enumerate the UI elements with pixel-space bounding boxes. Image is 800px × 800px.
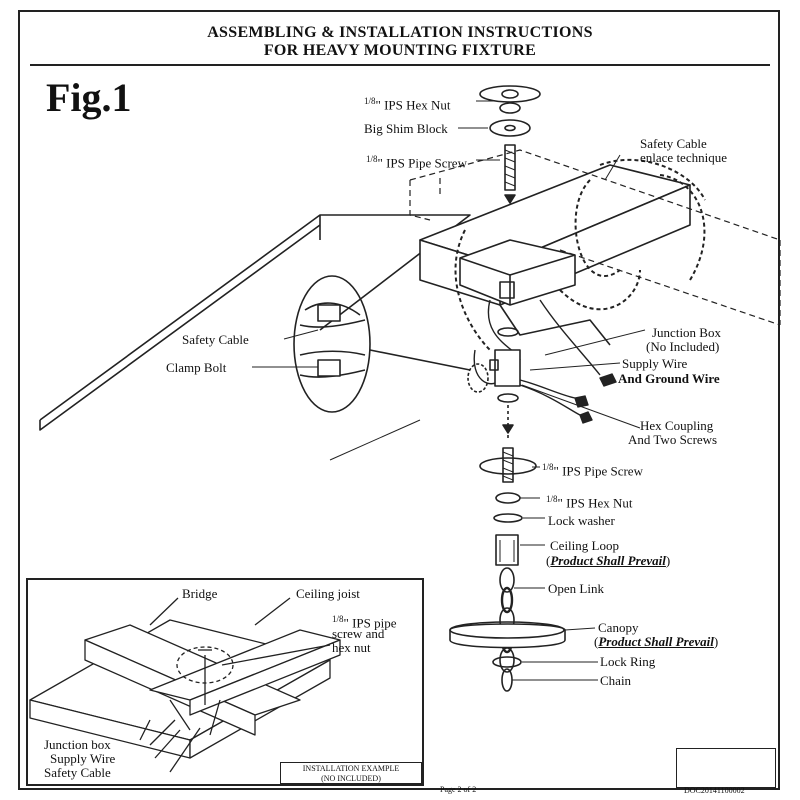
clamp-bolt-label: Clamp Bolt: [166, 360, 227, 375]
page-number: Page 2 of 2: [440, 785, 477, 794]
junction-box-label-2: (No Included): [646, 339, 720, 354]
safety-cable-label: Safety Cable: [182, 332, 249, 347]
title-line-2: FOR HEAVY MOUNTING FIXTURE: [263, 42, 537, 59]
inset-ceiling-joist-label: Ceiling joist: [296, 586, 360, 601]
product-prevail-label-1: (Product Shall Prevail): [546, 553, 671, 568]
title-rule: [30, 64, 770, 66]
hex-coupling-label-2: And Two Screws: [628, 432, 718, 447]
inset-bridge-label: Bridge: [182, 586, 218, 601]
installation-example-box: INSTALLATION EXAMPLE (NO INCLUDED): [280, 762, 422, 784]
inset-safety-cable-label: Safety Cable: [44, 765, 111, 780]
leader-lines: [252, 100, 646, 681]
supply-wire-label: Supply Wire: [622, 356, 688, 371]
installation-example-note: (NO INCLUDED): [321, 774, 381, 783]
junction-box: [459, 239, 576, 306]
pipe-screw-mid-label: 1/8" IPS Pipe Screw: [542, 462, 643, 479]
clamp-detail: [293, 275, 489, 413]
chain-label: Chain: [600, 673, 632, 688]
junction-box-label-1: Junction Box: [652, 325, 721, 340]
wires: [473, 299, 617, 424]
ceiling-loop-label: Ceiling Loop: [550, 538, 619, 553]
inset-pipe-note-1: 1/8" IPS pipe: [332, 614, 397, 631]
hex-coupling-label-1: Hex Coupling: [640, 418, 714, 433]
shim-block-label: Big Shim Block: [364, 121, 448, 136]
ceiling-slab: [39, 214, 471, 431]
pipe-screw-top-label: 1/8" IPS Pipe Screw: [366, 154, 467, 171]
page-border: [18, 10, 780, 790]
safety-cable-loops: [454, 158, 706, 351]
inset-junction-box-label: Junction box: [44, 737, 111, 752]
installation-example-inset: [26, 578, 424, 786]
lock-ring-label: Lock Ring: [600, 654, 656, 669]
safety-cable-technique-label-2: enlace technique: [640, 150, 727, 165]
hidden-outline: [409, 149, 781, 326]
product-prevail-label-2: (Product Shall Prevail): [594, 634, 719, 649]
rod-assembly: [479, 393, 537, 566]
top-hardware: [479, 85, 541, 204]
doc-code: DOC20141100002: [684, 786, 745, 795]
inset-supply-wire-label: Supply Wire: [50, 751, 116, 766]
safety-cable-technique-label-1: Safety Cable: [640, 136, 707, 151]
installation-example-title: INSTALLATION EXAMPLE: [302, 764, 400, 773]
hex-nut-mid-label: 1/8" IPS Hex Nut: [546, 494, 633, 511]
hex-coupling: [489, 327, 521, 387]
inset-pipe-note-2: screw and: [332, 626, 385, 641]
inset-drawing: [29, 597, 341, 773]
figure-label: Fig.1: [46, 75, 132, 120]
hex-nut-top-label: 1/8" IPS Hex Nut: [364, 96, 451, 113]
title-line-1: ASSEMBLING & INSTALLATION INSTRUCTIONS: [207, 24, 593, 41]
ground-wire-label: And Ground Wire: [618, 371, 720, 386]
open-link-label: Open Link: [548, 581, 604, 596]
canopy-label: Canopy: [598, 620, 639, 635]
canopy: [449, 621, 566, 668]
inset-pipe-note-3: hex nut: [332, 640, 371, 655]
doc-code-box: [676, 748, 776, 788]
lock-washer-label: Lock washer: [548, 513, 615, 528]
